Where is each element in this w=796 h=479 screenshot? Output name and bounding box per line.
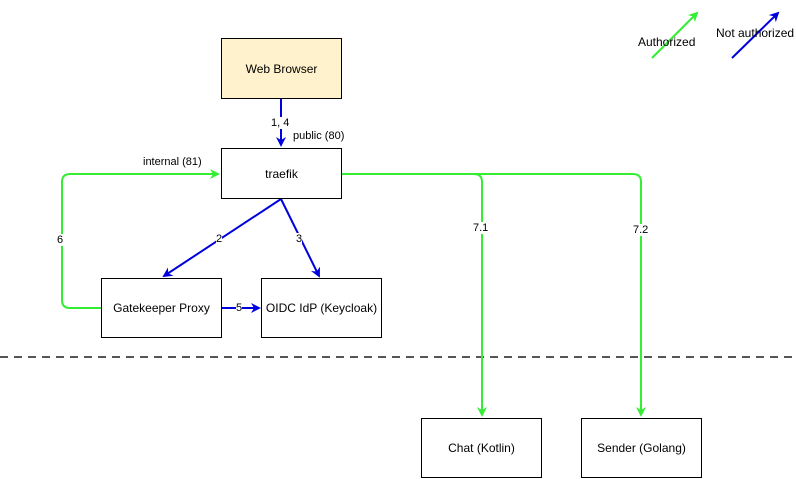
gatekeeper-node: Gatekeeper Proxy bbox=[101, 278, 222, 338]
legend-authorized-label: Authorized bbox=[638, 35, 696, 49]
traefik-node: traefik bbox=[221, 148, 342, 199]
oidc-node: OIDC IdP (Keycloak) bbox=[261, 278, 382, 338]
edge-label-1-4: 1, 4 bbox=[271, 117, 290, 129]
edge-label-2: 2 bbox=[216, 233, 223, 245]
legend-not-authorized-arrow bbox=[731, 11, 780, 59]
edge-label-7-2: 7.2 bbox=[633, 224, 649, 236]
edge-label-6: 6 bbox=[57, 234, 64, 246]
port-label-public: public (80) bbox=[293, 130, 345, 142]
sender-node: Sender (Golang) bbox=[581, 418, 702, 478]
web-browser-node: Web Browser bbox=[221, 38, 342, 99]
edge-traefik-sender bbox=[342, 173, 646, 417]
edge-label-7-1: 7.1 bbox=[473, 222, 489, 234]
edge-label-5: 5 bbox=[236, 302, 243, 314]
edge-traefik-gatekeeper bbox=[162, 198, 282, 278]
chat-node: Chat (Kotlin) bbox=[421, 418, 542, 478]
legend-authorized-arrow bbox=[651, 11, 699, 59]
port-label-internal: internal (81) bbox=[143, 156, 202, 168]
legend-not-authorized-label: Not authorized bbox=[716, 26, 795, 40]
edge-label-3: 3 bbox=[296, 233, 303, 245]
